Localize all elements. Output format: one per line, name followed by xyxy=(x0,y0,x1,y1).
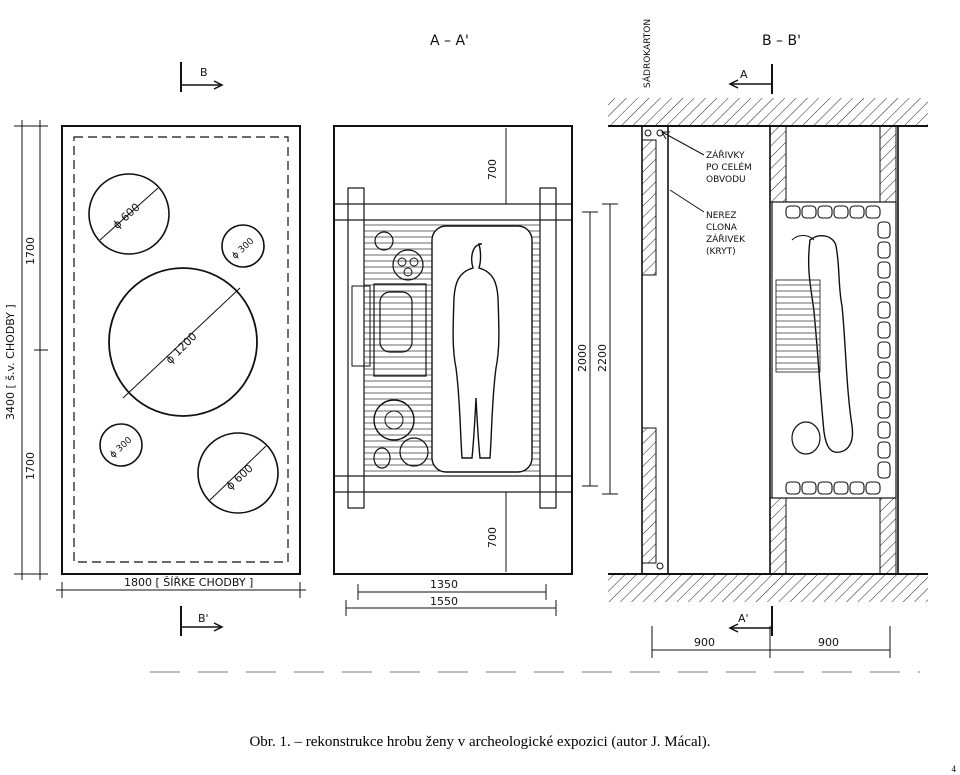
left-wall xyxy=(641,125,669,575)
section-bb-title: B – B' xyxy=(762,33,801,49)
bb-right-width: 900 xyxy=(818,636,839,649)
plan-vertical-dimensions: 3400 [ š.v. CHODBY ] 1700 1700 xyxy=(4,120,48,580)
hole-label-4: ϕ 300 xyxy=(108,435,134,460)
cut-marker-a-bottom: A' xyxy=(728,606,773,636)
aa-top-offset: 700 xyxy=(486,159,499,180)
cut-b-prime-label: B' xyxy=(198,612,209,625)
svg-text:CLONA: CLONA xyxy=(706,223,738,233)
grave-section xyxy=(771,201,897,499)
note-cover: NEREZ CLONA ZÁŘIVEK (KRYT) xyxy=(669,189,746,257)
cut-marker-b-bottom: B' xyxy=(180,606,224,636)
svg-text:PO CELÉM: PO CELÉM xyxy=(706,161,752,173)
plan-horizontal-dimension: 1800 [ ŠÍŘKE CHODBY ] xyxy=(56,576,306,598)
floor-slab xyxy=(608,574,928,602)
svg-text:(KRYT): (KRYT) xyxy=(706,247,736,257)
plan-inner-dashed-frame xyxy=(73,136,289,563)
hole-label-2: ϕ 300 xyxy=(230,236,256,261)
section-aa-title: A – A' xyxy=(430,33,469,49)
cut-marker-b-top: B xyxy=(180,62,224,92)
aa-inner-width: 1350 xyxy=(430,578,458,591)
plan-width-label: 1800 [ ŠÍŘKE CHODBY ] xyxy=(124,576,253,589)
hole-label-3: ϕ 1200 xyxy=(163,330,200,367)
svg-text:NEREZ: NEREZ xyxy=(706,211,737,221)
plan-height-lower: 1700 xyxy=(24,452,37,480)
cut-marker-a-top: A xyxy=(728,64,773,94)
hole-300-bottom xyxy=(99,423,143,467)
cut-b-label: B xyxy=(200,66,208,79)
cut-a-prime-label: A' xyxy=(738,612,749,625)
architectural-drawing: ϕ 600 ϕ 300 ϕ 1200 ϕ 300 ϕ 600 B B' xyxy=(4,19,928,673)
aa-inner-length: 2000 xyxy=(576,344,589,372)
svg-text:OBVODU: OBVODU xyxy=(706,175,746,185)
svg-text:ZÁŘIVEK: ZÁŘIVEK xyxy=(706,233,746,245)
grave-good-bowl xyxy=(374,231,394,251)
section-aa-view: A – A' 700 700 2000 2200 xyxy=(333,33,618,616)
aa-bottom-offset: 700 xyxy=(486,527,499,548)
cut-a-label: A xyxy=(740,68,748,81)
page-number: 4 xyxy=(951,764,957,774)
plan-outer-frame xyxy=(61,125,301,575)
svg-text:ZÁŘIVKY: ZÁŘIVKY xyxy=(706,149,745,161)
section-aa-frame xyxy=(333,125,573,575)
ceiling-slab xyxy=(608,98,928,126)
hole-1200 xyxy=(108,267,258,417)
plan-height-upper: 1700 xyxy=(24,237,37,265)
grave-good-ring xyxy=(373,399,415,441)
plan-view: ϕ 600 ϕ 300 ϕ 1200 ϕ 300 ϕ 600 B B' xyxy=(4,62,306,636)
hole-label-1: ϕ 600 xyxy=(110,201,142,232)
hole-300-top xyxy=(221,224,265,268)
hole-600-bottom xyxy=(197,432,279,514)
aa-outer-length: 2200 xyxy=(596,344,609,372)
hole-600-top xyxy=(88,173,170,255)
vitrine-frame xyxy=(769,125,899,575)
bb-left-width: 900 xyxy=(694,636,715,649)
ceiling-label: SÁDROKARTON xyxy=(641,19,653,88)
burial-shroud xyxy=(431,225,533,473)
plan-height-total: 3400 [ š.v. CHODBY ] xyxy=(4,304,17,420)
bb-width-dimension: 900 900 xyxy=(651,626,891,658)
note-lights: ZÁŘIVKY PO CELÉM OBVODU xyxy=(661,131,752,185)
hole-label-5: ϕ 600 xyxy=(223,462,255,493)
aa-outer-width: 1550 xyxy=(430,595,458,608)
grave-good-vessel xyxy=(392,249,424,281)
skeleton-outline xyxy=(452,243,500,459)
figure-caption: Obr. 1. – rekonstrukce hrobu ženy v arch… xyxy=(249,734,711,750)
grave-good-box xyxy=(373,283,427,377)
section-bb-view: B – B' SÁDROKARTON A A' xyxy=(608,19,928,658)
